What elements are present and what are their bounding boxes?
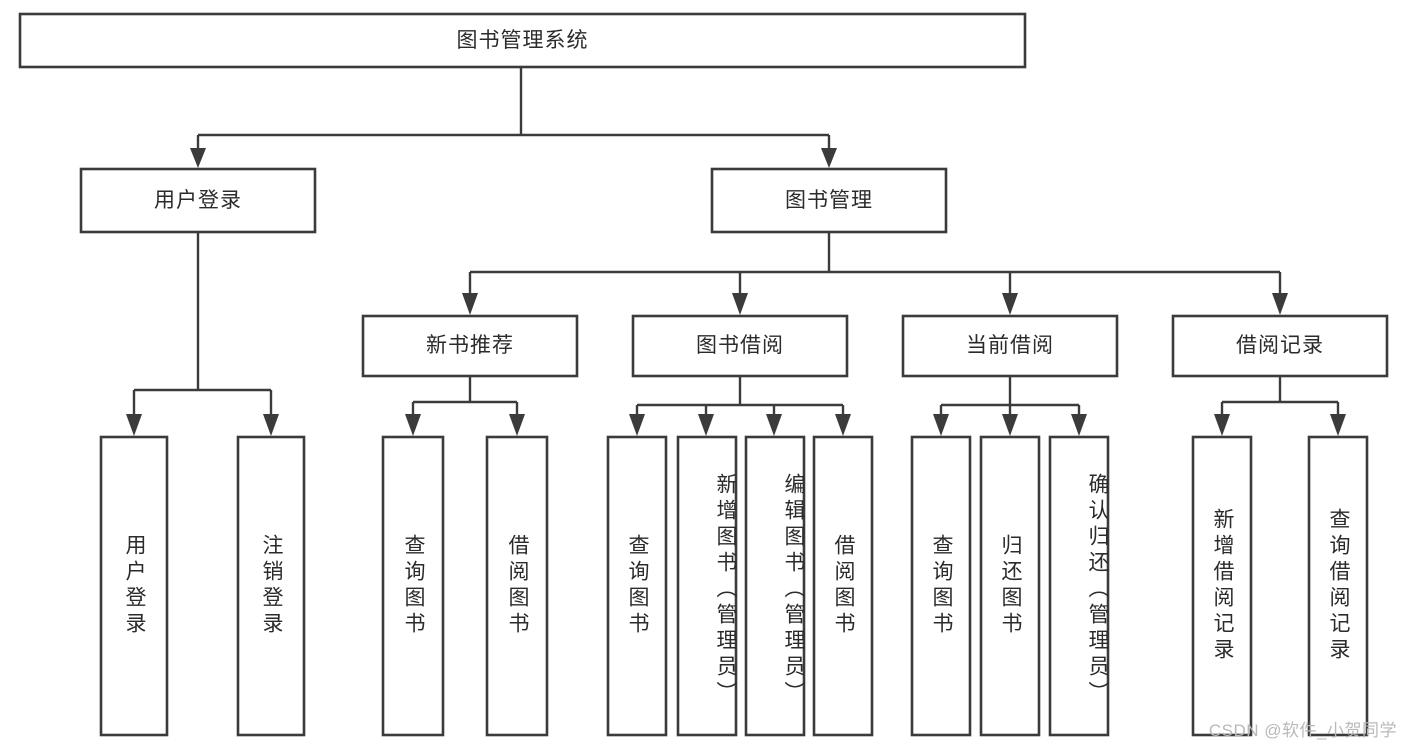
node-box-book-borrow[interactable]	[631, 314, 849, 378]
arrow-head-current-borrow	[1002, 293, 1018, 315]
arrow-head-leaf-user-login	[126, 414, 142, 436]
node-box-leaf-return-book[interactable]	[979, 435, 1041, 737]
node-box-leaf-logout[interactable]	[236, 435, 306, 737]
node-box-leaf-confirm-return[interactable]	[1048, 435, 1110, 737]
node-box-new-book-rec[interactable]	[361, 314, 579, 378]
connector-group-current-borrow	[933, 376, 1087, 436]
arrow-head-leaf-return-book	[1002, 414, 1018, 436]
arrow-head-new-book-rec	[462, 293, 478, 315]
arrow-head-user-login	[190, 148, 206, 168]
arrow-head-leaf-query-record	[1330, 414, 1346, 436]
arrow-head-leaf-borrow-book-1	[509, 414, 525, 436]
node-box-leaf-query-book-1[interactable]	[381, 435, 445, 737]
node-box-leaf-query-record[interactable]	[1307, 435, 1369, 737]
node-box-leaf-borrow-book-2[interactable]	[812, 435, 874, 737]
node-box-user-login[interactable]	[79, 167, 317, 234]
arrow-head-leaf-query-book-3	[933, 414, 949, 436]
node-box-root[interactable]	[18, 12, 1027, 69]
arrow-head-leaf-add-book	[698, 414, 714, 436]
connector-group-root	[190, 67, 837, 168]
node-box-leaf-add-record[interactable]	[1191, 435, 1253, 737]
node-box-leaf-query-book-2[interactable]	[606, 435, 668, 737]
connector-group-book-manage	[462, 232, 1288, 315]
node-box-leaf-user-login[interactable]	[99, 435, 169, 737]
node-box-borrow-record[interactable]	[1171, 314, 1389, 378]
connector-group-book-borrow	[629, 376, 851, 436]
node-box-current-borrow[interactable]	[901, 314, 1119, 378]
arrow-head-book-manage	[821, 148, 837, 168]
connector-group-borrow-record	[1214, 376, 1346, 436]
node-box-leaf-borrow-book-1[interactable]	[485, 435, 549, 737]
arrow-head-leaf-confirm-return	[1071, 414, 1087, 436]
watermark-text: CSDN @软件_小贺同学	[1208, 721, 1397, 740]
node-box-leaf-add-book[interactable]	[676, 435, 738, 737]
node-box-leaf-edit-book[interactable]	[744, 435, 806, 737]
arrow-head-leaf-edit-book	[766, 414, 782, 436]
arrow-head-leaf-add-record	[1214, 414, 1230, 436]
connector-group-user-login	[126, 232, 279, 436]
connector-group-new-book-rec	[405, 376, 525, 436]
arrow-head-leaf-logout	[263, 414, 279, 436]
arrow-head-leaf-borrow-book-2	[835, 414, 851, 436]
node-box-book-manage[interactable]	[710, 167, 948, 234]
arrow-head-leaf-query-book-2	[629, 414, 645, 436]
arrow-head-book-borrow	[732, 293, 748, 315]
arrow-head-borrow-record	[1272, 293, 1288, 315]
node-box-leaf-query-book-3[interactable]	[910, 435, 972, 737]
arrow-head-leaf-query-book-1	[405, 414, 421, 436]
